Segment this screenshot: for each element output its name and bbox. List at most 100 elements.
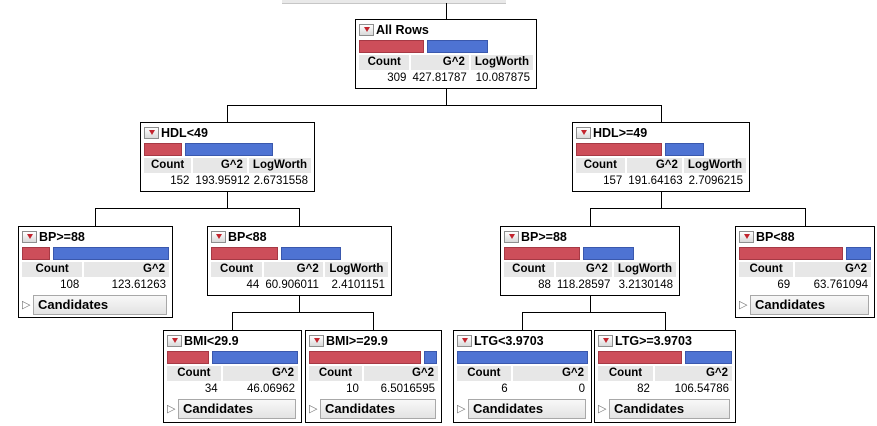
red-proportion-segment (22, 247, 50, 260)
tree-connector-line (522, 312, 523, 331)
tree-connector-line (665, 312, 666, 331)
candidates-button[interactable]: Candidates (609, 399, 730, 419)
candidates-button[interactable]: Candidates (33, 295, 167, 315)
tree-connector-line (373, 312, 374, 331)
blue-proportion-segment (211, 351, 298, 364)
node-title: BP>=88 (39, 229, 85, 244)
tree-connector-line (232, 312, 374, 313)
disclosure-triangle-icon[interactable]: ▷ (167, 402, 176, 415)
stat-value: 191.64163 (628, 175, 683, 187)
red-triangle-menu-button[interactable] (144, 126, 159, 139)
red-triangle-menu-button[interactable] (457, 334, 472, 347)
stat-value: 118.28597 (556, 279, 611, 291)
node-title: BMI<29.9 (184, 333, 239, 348)
stat-value: 46.06962 (247, 383, 295, 395)
stat-value: 34 (204, 383, 218, 395)
column-header: G^2 (626, 158, 682, 173)
stat-value: 157 (603, 175, 623, 187)
disclosure-triangle-icon[interactable]: ▷ (22, 298, 31, 311)
red-triangle-menu-button[interactable] (167, 334, 182, 347)
column-header: Count (504, 262, 554, 277)
column-header: G^2 (654, 366, 732, 381)
red-triangle-menu-button[interactable] (504, 230, 519, 243)
red-proportion-segment (504, 247, 581, 260)
node-title-row: BP<88 (208, 227, 391, 246)
column-header: G^2 (222, 366, 298, 381)
blue-proportion-segment (424, 351, 438, 364)
red-triangle-menu-button[interactable] (211, 230, 226, 243)
response-proportion-bar (22, 247, 169, 260)
stat-value: 108 (60, 279, 80, 291)
node-title: LTG<3.9703 (474, 333, 544, 348)
node-title-row: LTG<3.9703 (454, 331, 591, 350)
column-header: Count (598, 366, 653, 381)
candidates-button[interactable]: Candidates (178, 399, 296, 419)
blue-proportion-segment (184, 143, 274, 156)
candidates-button[interactable]: Candidates (468, 399, 586, 419)
red-triangle-menu-button[interactable] (359, 23, 374, 36)
candidates-button[interactable]: Candidates (320, 399, 436, 419)
stat-value: 10.087875 (475, 72, 530, 84)
red-proportion-segment (211, 247, 279, 260)
tree-connector-line (227, 105, 662, 106)
red-triangle-icon (148, 130, 155, 135)
red-triangle-menu-button[interactable] (576, 126, 591, 139)
disclosure-triangle-icon[interactable]: ▷ (457, 402, 466, 415)
column-header: Count (359, 55, 410, 70)
tree-connector-line (590, 208, 806, 209)
tree-connector-line (227, 105, 228, 123)
stat-value: 60.906011 (265, 279, 319, 291)
node-title: BP<88 (756, 229, 795, 244)
response-proportion-bar (739, 247, 871, 260)
tree-connector-line (446, 89, 447, 106)
red-proportion-segment (739, 247, 843, 260)
node-title: BMI>=29.9 (326, 333, 388, 348)
red-triangle-menu-button[interactable] (598, 334, 613, 347)
column-header: G^2 (795, 262, 871, 277)
node-title: LTG>=3.9703 (615, 333, 692, 348)
stats-value-row: 108 123.61263 (22, 277, 169, 293)
tree-connector-line (232, 312, 233, 331)
column-header: G^2 (84, 262, 169, 277)
red-proportion-segment (167, 351, 209, 364)
column-header: Count (739, 262, 794, 277)
tree-connector-line (299, 296, 300, 313)
stats-value-row: 44 60.906011 2.4101151 (211, 277, 388, 293)
red-triangle-icon (363, 27, 370, 32)
stat-value: 2.4101151 (331, 279, 385, 291)
red-triangle-menu-button[interactable] (309, 334, 324, 347)
tree-connector-line (227, 192, 228, 209)
candidates-row: ▷ Candidates (598, 399, 730, 419)
stat-value: 193.95912 (195, 175, 250, 187)
column-header: LogWorth (470, 55, 533, 70)
candidates-row: ▷ Candidates (457, 399, 586, 419)
disclosure-triangle-icon[interactable]: ▷ (598, 402, 607, 415)
column-header: Count (211, 262, 263, 277)
node-title-row: BMI<29.9 (164, 331, 301, 350)
tree-connector-line (805, 208, 806, 227)
red-triangle-menu-button[interactable] (22, 230, 37, 243)
candidates-button[interactable]: Candidates (750, 295, 869, 315)
column-header: Count (22, 262, 83, 277)
node-title-row: BP>=88 (19, 227, 172, 246)
response-proportion-bar (576, 143, 706, 156)
response-proportion-bar (457, 351, 588, 364)
stat-value: 123.61263 (111, 279, 166, 291)
red-triangle-menu-button[interactable] (739, 230, 754, 243)
red-triangle-icon (508, 234, 515, 239)
stat-value: 44 (246, 279, 260, 291)
disclosure-triangle-icon[interactable]: ▷ (739, 298, 748, 311)
disclosure-triangle-icon[interactable]: ▷ (309, 402, 318, 415)
column-header: Count (457, 366, 511, 381)
